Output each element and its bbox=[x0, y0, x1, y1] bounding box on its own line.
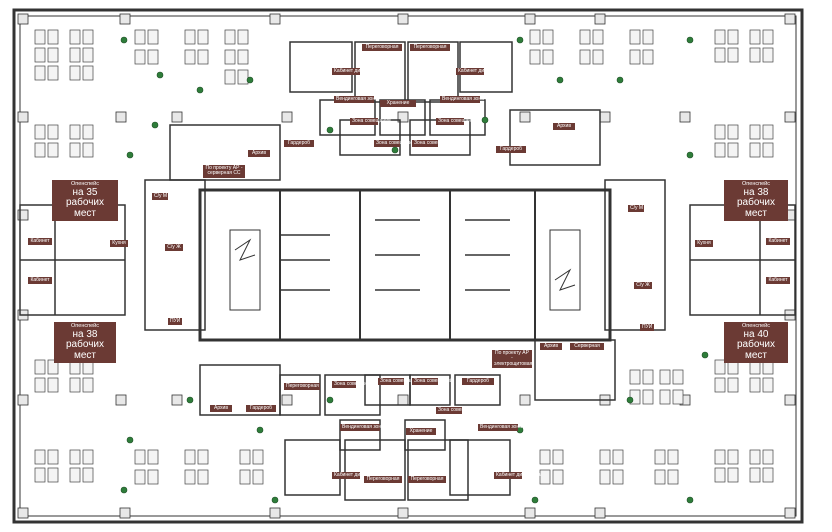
workstations bbox=[34, 29, 774, 485]
room-label-vending-zone: Вендинговая зона bbox=[340, 424, 384, 432]
outer-wall bbox=[12, 8, 804, 524]
open-space-capacity: на 35 рабочих мест bbox=[66, 186, 104, 219]
room-label-wc-women: С/у Ж bbox=[634, 282, 652, 290]
room-label-kabinet-direktora: Кабинет директора bbox=[332, 68, 379, 76]
room-label-cloakroom: Гардероб bbox=[246, 405, 276, 413]
room-label-kitchen: Кухня bbox=[110, 240, 128, 248]
room-label-meeting-zone: Зона совещаний bbox=[378, 378, 419, 386]
open-space-capacity: на 38 рабочих мест bbox=[737, 186, 775, 219]
room-label-kabinet-direktora: Кабинет директора bbox=[456, 68, 503, 76]
perimeter-columns bbox=[17, 13, 796, 519]
side-offices bbox=[19, 204, 796, 316]
room-label-meeting-zone: Зона совещаний bbox=[436, 407, 477, 415]
room-label-peregovornaya: Переговорная bbox=[284, 383, 320, 391]
room-label-meeting-zone: Зона совещаний bbox=[374, 140, 415, 148]
open-space-title: Опенспейс bbox=[742, 181, 770, 187]
open-space-title: Опенспейс bbox=[71, 181, 99, 187]
room-label-vending-zone: Вендинговая зона bbox=[334, 96, 378, 104]
room-label-meeting-zone: Зона совещаний bbox=[332, 381, 373, 389]
open-space-capacity: на 40 рабочих мест bbox=[737, 328, 775, 361]
room-label-kabinet-direktora: Кабинет директора bbox=[494, 472, 541, 480]
room-label-peregovornaya: Переговорная bbox=[362, 44, 402, 52]
open-space-title: Опенспейс bbox=[71, 323, 99, 329]
room-label-server-room: Серверная bbox=[570, 343, 604, 351]
lower-rooms bbox=[199, 339, 616, 501]
room-label-archive: Архив bbox=[540, 343, 562, 351]
room-label-cloakroom: Гардероб bbox=[462, 378, 494, 386]
room-label-storage: Хранение bbox=[380, 100, 416, 108]
room-label-vending-zone: Вендинговая зона bbox=[478, 424, 522, 432]
room-label-kitchen: Кухня bbox=[695, 240, 713, 248]
open-space-label-se: Опенспейс на 40 рабочих мест bbox=[724, 322, 788, 364]
room-label-utility: ПУИ bbox=[640, 324, 654, 332]
central-core bbox=[198, 188, 612, 342]
room-label-peregovornaya: Переговорная bbox=[408, 476, 446, 484]
room-label-meeting-zone: Зона совещаний bbox=[436, 118, 477, 126]
room-label-meeting-zone: Зона совещаний bbox=[412, 378, 453, 386]
room-label-office: Кабинет bbox=[28, 277, 52, 285]
room-label-server-room: По проекту АР - серверная СС bbox=[203, 165, 245, 178]
room-label-wc-men: С/у М bbox=[628, 205, 644, 213]
open-space-label-ne: Опенспейс на 38 рабочих мест bbox=[724, 180, 788, 222]
room-label-archive: Архив bbox=[248, 150, 270, 158]
room-label-archive: Архив bbox=[210, 405, 232, 413]
room-label-utility: ПУИ bbox=[168, 318, 182, 326]
room-label-meeting-zone: Зона совещаний bbox=[412, 140, 453, 148]
room-label-peregovornaya: Переговорная bbox=[364, 476, 402, 484]
room-label-archive: Архив bbox=[553, 123, 575, 131]
upper-rooms bbox=[144, 41, 666, 331]
room-label-electrical: По проекту АР - электрощитовая bbox=[492, 350, 533, 368]
room-label-cloakroom: Гардероб bbox=[496, 146, 526, 154]
room-label-kabinet-direktora: Кабинет директора bbox=[332, 472, 379, 480]
room-label-meeting-zone: Зона совещаний bbox=[350, 118, 391, 126]
plants bbox=[106, 36, 709, 504]
room-label-storage: Хранение bbox=[406, 428, 436, 436]
room-label-cloakroom: Гардероб bbox=[284, 140, 314, 148]
open-space-label-nw: Опенспейс на 35 рабочих мест bbox=[52, 180, 118, 222]
room-label-office: Кабинет bbox=[766, 277, 790, 285]
open-space-title: Опенспейс bbox=[742, 323, 770, 329]
room-label-wc-women: С/у Ж bbox=[165, 244, 183, 252]
open-space-capacity: на 38 рабочих мест bbox=[66, 328, 104, 361]
room-label-peregovornaya: Переговорная bbox=[410, 44, 450, 52]
room-label-wc-men: С/у М bbox=[152, 193, 168, 201]
room-label-vending-zone: Вендинговая зона bbox=[440, 96, 484, 104]
room-label-office: Кабинет bbox=[766, 238, 790, 246]
open-space-label-sw: Опенспейс на 38 рабочих мест bbox=[54, 322, 116, 364]
room-label-office: Кабинет bbox=[28, 238, 52, 246]
